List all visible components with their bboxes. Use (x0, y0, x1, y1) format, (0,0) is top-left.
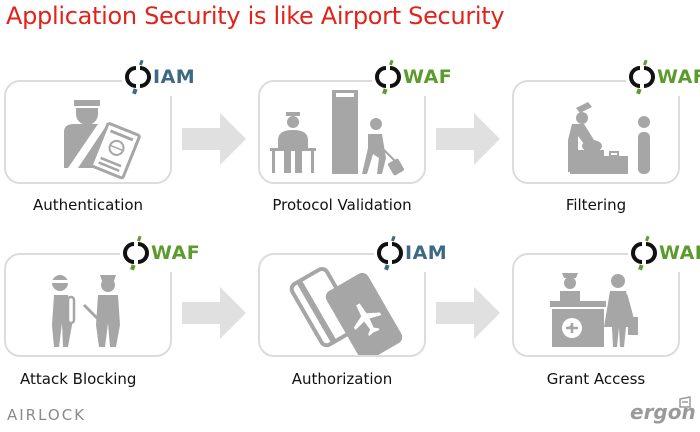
waf-logo-icon (631, 235, 657, 271)
step-label: Protocol Validation (272, 196, 412, 214)
iam-logo-icon (125, 59, 151, 95)
iam-badge: IAM (122, 58, 198, 96)
arrow-right-icon (182, 287, 246, 339)
metal-detector-gate-icon (270, 90, 404, 176)
boarding-pass-icon (289, 267, 403, 355)
ergon-mark-icon (679, 396, 691, 408)
officer-with-passport-icon (64, 100, 141, 180)
arrow-right-icon (182, 113, 246, 165)
badge-label: WAF (403, 66, 453, 88)
waf-badge: WAF (372, 58, 455, 96)
badge-label: WAF (657, 66, 700, 88)
step-label: Authorization (291, 370, 393, 388)
waf-logo-icon (629, 59, 655, 95)
step-box-protocol-validation (258, 80, 426, 184)
check-in-desk-icon (550, 273, 638, 347)
baggage-inspection-icon (568, 102, 650, 174)
badge-label: WAF (151, 242, 201, 264)
step-label: Authentication (32, 196, 144, 214)
waf-badge: WAF (628, 234, 700, 272)
waf-logo-icon (375, 59, 401, 95)
arrow-right-icon (436, 113, 500, 165)
iam-logo-icon (377, 235, 403, 271)
badge-label: WAF (659, 242, 700, 264)
step-box-filtering (512, 80, 680, 184)
iam-badge: IAM (374, 234, 450, 272)
waf-badge: WAF (120, 234, 203, 272)
officer-arrest-icon (51, 275, 120, 347)
airlock-logo: AIRLOCK (7, 406, 87, 424)
step-box-authentication (4, 80, 172, 184)
step-label: Grant Access (546, 370, 646, 388)
waf-badge: WAF (626, 58, 700, 96)
page-title: Application Security is like Airport Sec… (6, 2, 505, 30)
badge-label: IAM (405, 242, 448, 264)
arrow-right-icon (436, 287, 500, 339)
badge-label: IAM (153, 66, 196, 88)
waf-logo-icon (123, 235, 149, 271)
ergon-logo: ergon (630, 400, 696, 424)
step-label: Filtering (565, 196, 627, 214)
step-label: Attack Blocking (20, 370, 137, 388)
